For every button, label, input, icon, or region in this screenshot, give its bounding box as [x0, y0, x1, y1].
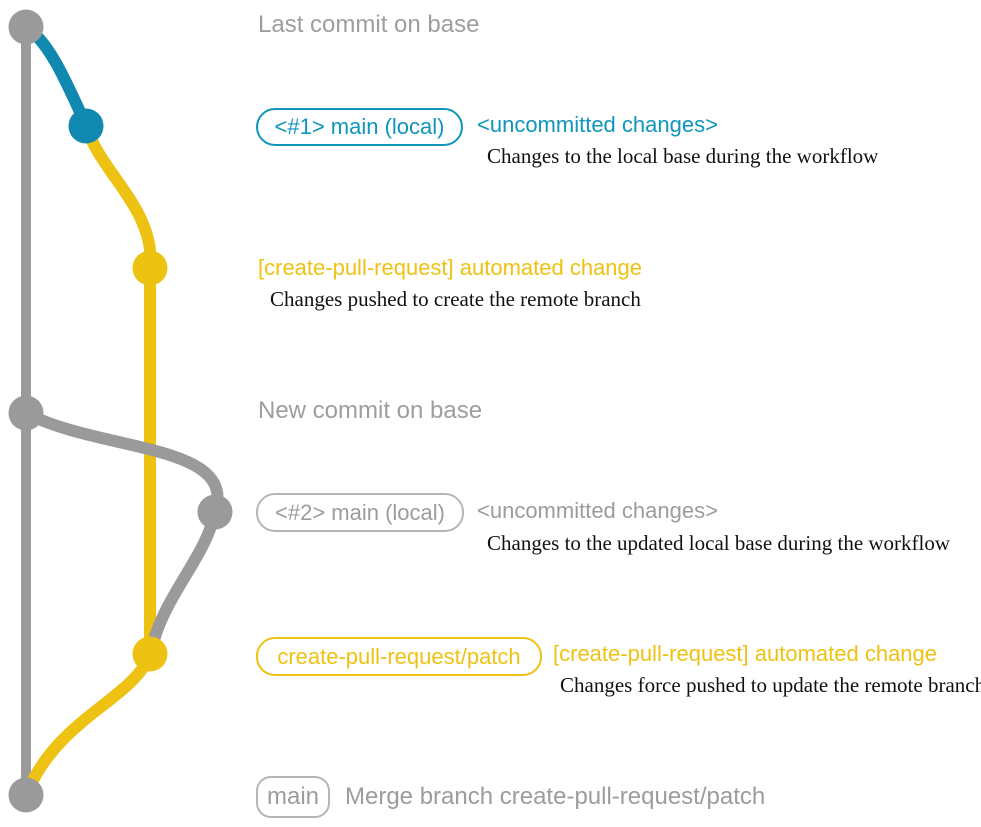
local2-branch-line — [20, 407, 224, 518]
commit-dot-patch-1 — [132, 250, 168, 286]
commit1-description: Changes to the local base during the wor… — [487, 144, 879, 168]
local2-to-patch-line — [145, 506, 221, 658]
commit4-description: Changes force pushed to update the remot… — [560, 673, 981, 697]
commit2-title: [create-pull-request] automated change — [258, 255, 643, 280]
commit2-description: Changes pushed to create the remote bran… — [270, 287, 641, 311]
branch-badge-main: main — [256, 776, 330, 818]
commit-dot-merge — [8, 777, 44, 813]
branch-badge-main-local-1: <#1> main (local) — [256, 108, 463, 146]
branch-badge-main-local-1-label: <#1> main (local) — [274, 114, 445, 139]
patch-branch-line — [80, 119, 156, 661]
label-new-commit-on-base: New commit on base — [258, 397, 483, 424]
commit1-title: <uncommitted changes> — [477, 112, 718, 137]
commit-dot-local-2 — [197, 494, 233, 530]
branch-badge-create-pull-request-patch: create-pull-request/patch — [256, 637, 542, 676]
commit4-title: [create-pull-request] automated change — [553, 641, 938, 666]
label-last-commit-on-base: Last commit on base — [258, 11, 480, 38]
commit3-description: Changes to the updated local base during… — [487, 531, 951, 555]
commit-dot-new-base — [8, 395, 44, 431]
branch-badge-main-label: main — [266, 783, 320, 810]
commit3-title: <uncommitted changes> — [477, 498, 718, 523]
commit-dot-patch-2 — [132, 636, 168, 672]
branch-badge-main-local-2-label: <#2> main (local) — [275, 499, 445, 525]
commit-dot-local-1 — [68, 108, 104, 144]
branch-badge-main-local-2: <#2> main (local) — [256, 493, 464, 532]
merge-commit-title: Merge branch create-pull-request/patch — [345, 783, 766, 810]
patch-merge-line — [21, 649, 156, 799]
branch-badge-create-pull-request-patch-label: create-pull-request/patch — [277, 643, 521, 669]
commit-dot-last-base — [8, 9, 44, 45]
